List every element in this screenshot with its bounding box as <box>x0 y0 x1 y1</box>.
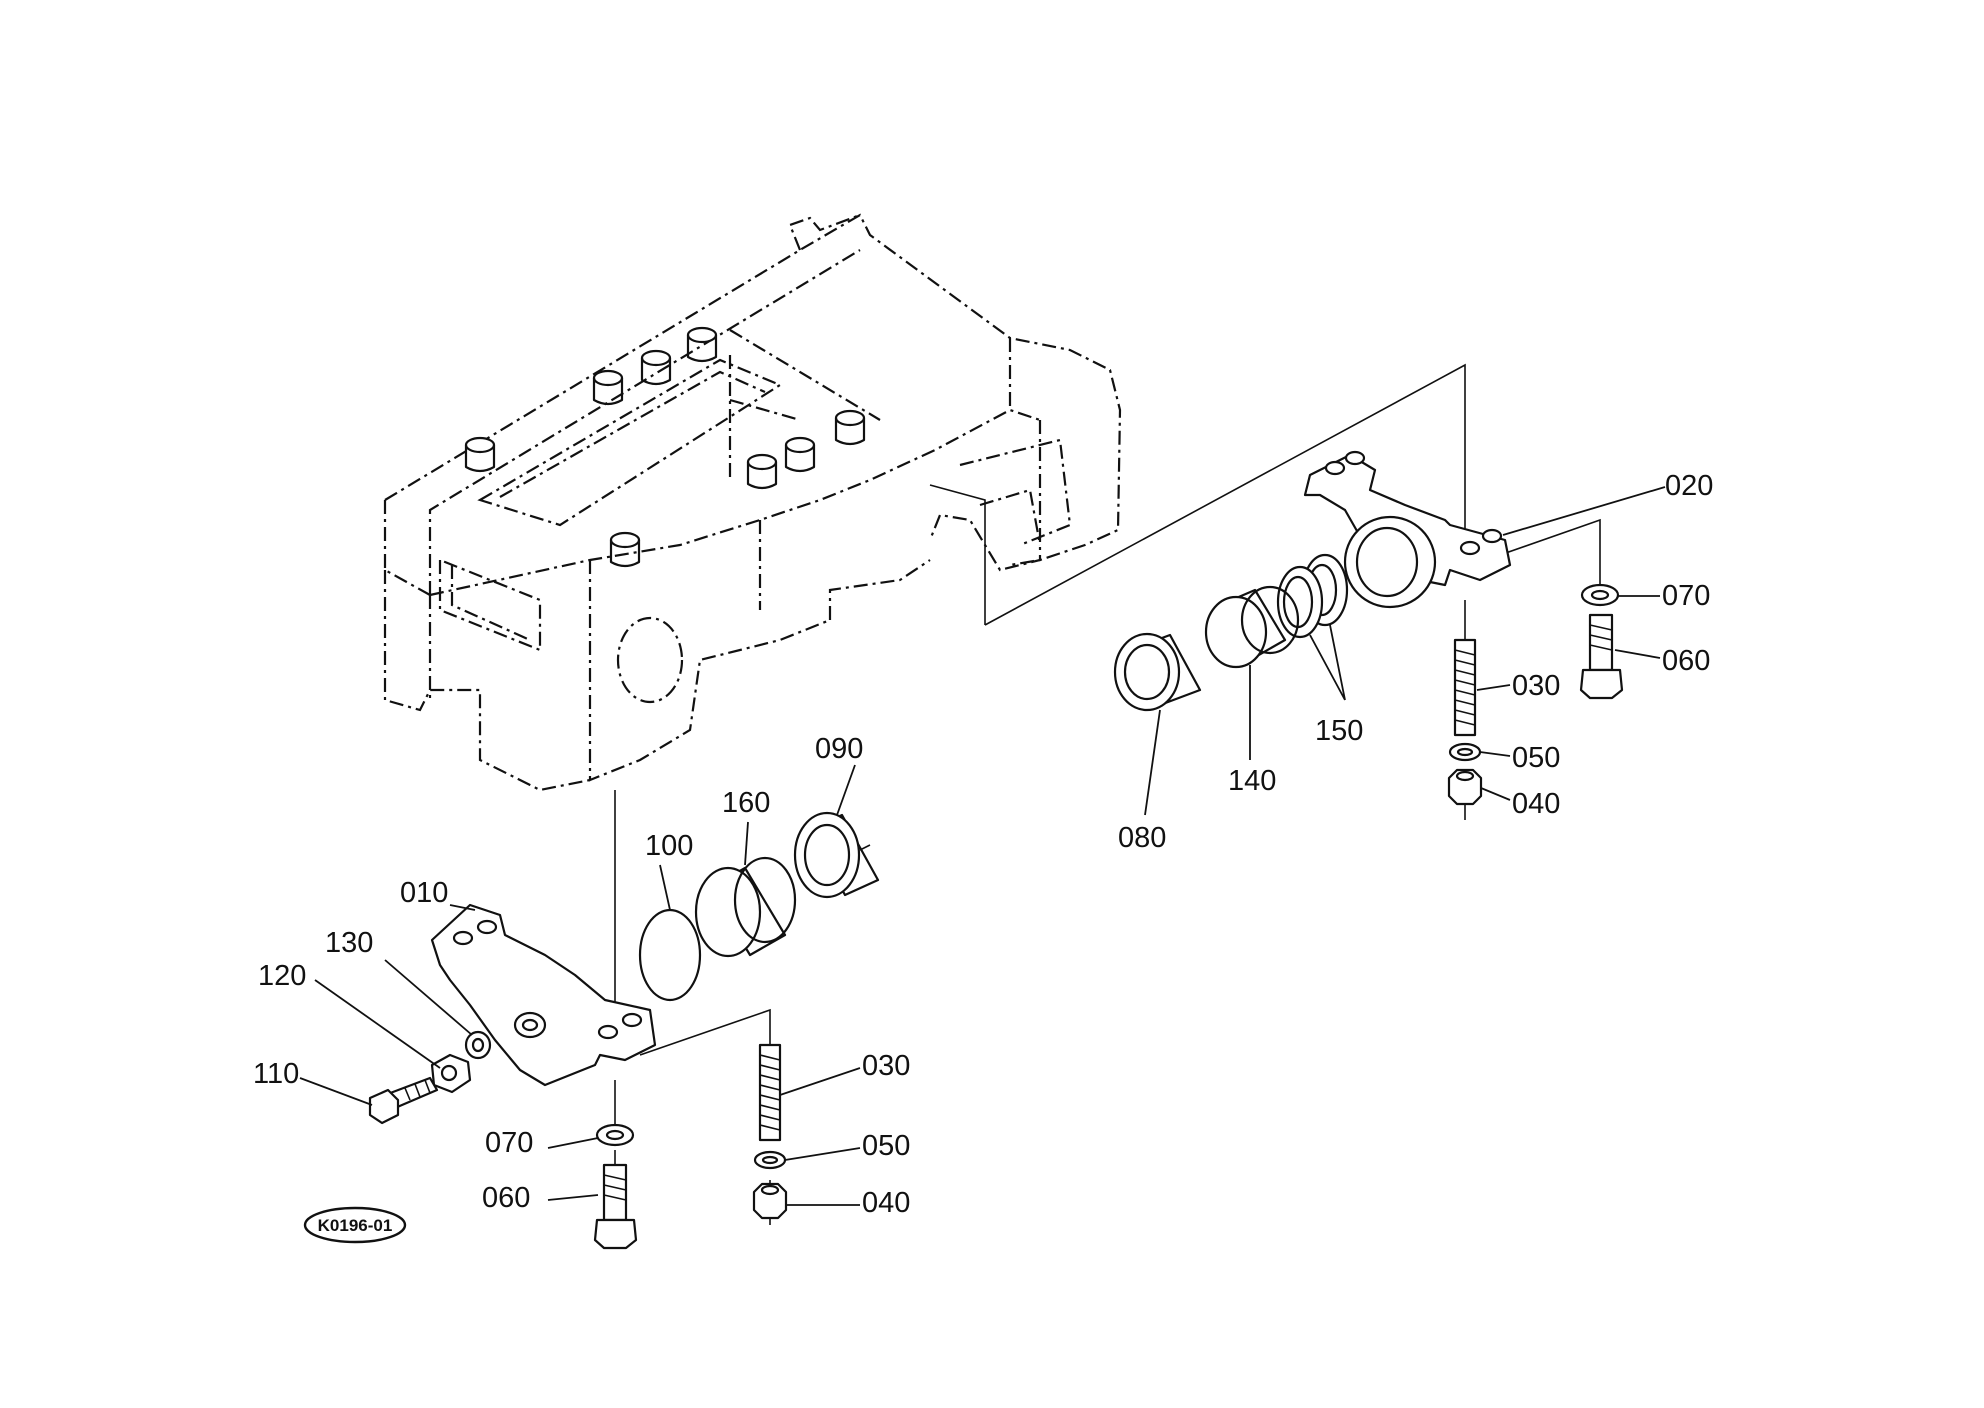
support-bracket-left <box>430 903 657 1087</box>
spring-washer-050-left <box>753 1150 787 1170</box>
bolt-060-right <box>1579 613 1624 700</box>
bushing-140 <box>1204 585 1300 669</box>
callout-070-left: 070 <box>485 1127 533 1159</box>
spring-washer-050-right <box>1448 742 1482 762</box>
callout-030-right: 030 <box>1512 670 1560 702</box>
callout-080: 080 <box>1118 822 1166 854</box>
washer-070-left <box>595 1123 635 1147</box>
oil-seal-080 <box>1113 632 1202 712</box>
callout-120: 120 <box>258 960 306 992</box>
callout-050-left: 050 <box>862 1130 910 1162</box>
support-bracket-right <box>1303 450 1512 609</box>
washer-070-right <box>1580 583 1620 607</box>
callout-010: 010 <box>400 877 448 909</box>
callout-060-right: 060 <box>1662 645 1710 677</box>
stud-030-right <box>1453 638 1477 737</box>
leader-lines <box>299 486 1666 1206</box>
callout-130: 130 <box>325 927 373 959</box>
callout-070-right: 070 <box>1662 580 1710 612</box>
transmission-case-outline <box>383 213 1122 792</box>
bolt-110 <box>368 1076 439 1125</box>
nut-120 <box>430 1053 472 1094</box>
callout-060-left: 060 <box>482 1182 530 1214</box>
callout-160: 160 <box>722 787 770 819</box>
callout-150: 150 <box>1315 715 1363 747</box>
bushing-160 <box>694 856 797 958</box>
washer-130 <box>464 1030 492 1060</box>
callout-090: 090 <box>815 733 863 765</box>
callout-040-left: 040 <box>862 1187 910 1219</box>
stud-030-left <box>758 1043 782 1142</box>
bolt-060-left <box>593 1163 638 1250</box>
callout-020: 020 <box>1665 470 1713 502</box>
nut-040-left <box>752 1182 788 1220</box>
callout-050-right: 050 <box>1512 742 1560 774</box>
callout-040-right: 040 <box>1512 788 1560 820</box>
callout-030-left: 030 <box>862 1050 910 1082</box>
callout-100: 100 <box>645 830 693 862</box>
diagram-id-badge: K0196-01 <box>303 1206 407 1244</box>
callout-140: 140 <box>1228 765 1276 797</box>
oil-seal-090 <box>793 811 880 899</box>
shim-100 <box>638 908 702 1002</box>
diagram-id-label: K0196-01 <box>318 1216 393 1235</box>
case-boss-studs <box>464 326 866 568</box>
callout-110: 110 <box>253 1058 299 1090</box>
nut-040-right <box>1447 768 1483 806</box>
